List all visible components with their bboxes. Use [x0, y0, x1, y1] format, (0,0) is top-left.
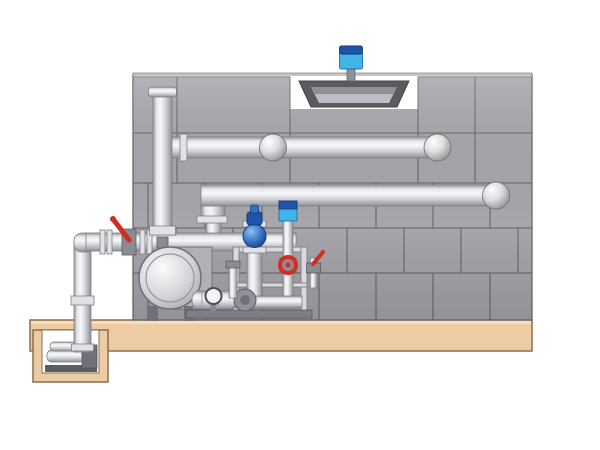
separator-top-fitting	[156, 236, 169, 249]
left-riser-top-cap	[148, 86, 177, 98]
control-valve-body	[242, 224, 267, 248]
suction-flange-a	[99, 229, 106, 255]
booster-pump	[191, 288, 257, 312]
pump-skid	[138, 200, 325, 321]
handwheel	[278, 255, 298, 275]
drain-stub-cap	[225, 260, 241, 269]
control-valve	[242, 204, 267, 254]
middle-pipe-end-cap	[482, 181, 510, 210]
suction-flange-c	[139, 229, 146, 255]
middle-pipe-flange	[196, 215, 228, 224]
floor-slab	[29, 319, 533, 352]
butterfly-valve-knob	[110, 216, 116, 222]
sump-pit	[32, 329, 109, 383]
upper-pipe-ball-joint	[259, 133, 287, 162]
middle-pipe-run	[200, 184, 495, 207]
control-valve-knob	[250, 204, 259, 214]
separator-face	[138, 246, 202, 310]
suction-flange-b	[106, 229, 113, 255]
gauge-stem	[211, 303, 216, 311]
sensor-body	[339, 51, 363, 70]
gauge-dial	[204, 287, 223, 305]
butterfly-valve-lever	[110, 216, 132, 243]
pressure-gauge	[204, 287, 223, 311]
lever-valve-handle	[311, 250, 325, 266]
handwheel-hub	[285, 262, 291, 268]
lever-valve	[306, 250, 325, 289]
hatch-far-wall	[311, 87, 397, 94]
drain-stub-pipe	[228, 265, 238, 299]
sump-pump-base	[45, 365, 97, 372]
actuated-valve-body	[278, 207, 298, 222]
drop-pipe-coupling	[70, 295, 95, 306]
upper-horizontal-pipe	[167, 133, 452, 162]
handwheel-valve	[278, 255, 298, 275]
floor-platform	[29, 319, 533, 352]
upper-pipe-end-cap	[423, 133, 452, 162]
sensor-cap	[339, 45, 363, 55]
left-riser-run	[152, 94, 173, 234]
left-vertical-pipe	[148, 86, 177, 236]
separator-vessel	[138, 236, 213, 321]
left-riser-tee-collar	[149, 225, 176, 236]
actuated-valve	[278, 200, 298, 222]
butterfly-valve	[110, 216, 137, 256]
floor-top-highlight	[31, 321, 531, 324]
upper-pipe-run	[167, 136, 439, 159]
skid-base-plate	[185, 309, 313, 319]
separator-face-ring	[145, 253, 195, 303]
control-valve-actuator	[246, 211, 263, 226]
actuated-valve-cap	[278, 200, 298, 210]
separator-leg-left	[149, 306, 158, 321]
upper-pipe-flange	[179, 133, 188, 162]
level-sensor	[339, 45, 363, 82]
tank-hatch-opening	[290, 76, 418, 109]
drop-pipe-flange	[71, 343, 94, 352]
middle-horizontal-pipe	[196, 181, 510, 251]
pump-nose	[240, 295, 250, 305]
